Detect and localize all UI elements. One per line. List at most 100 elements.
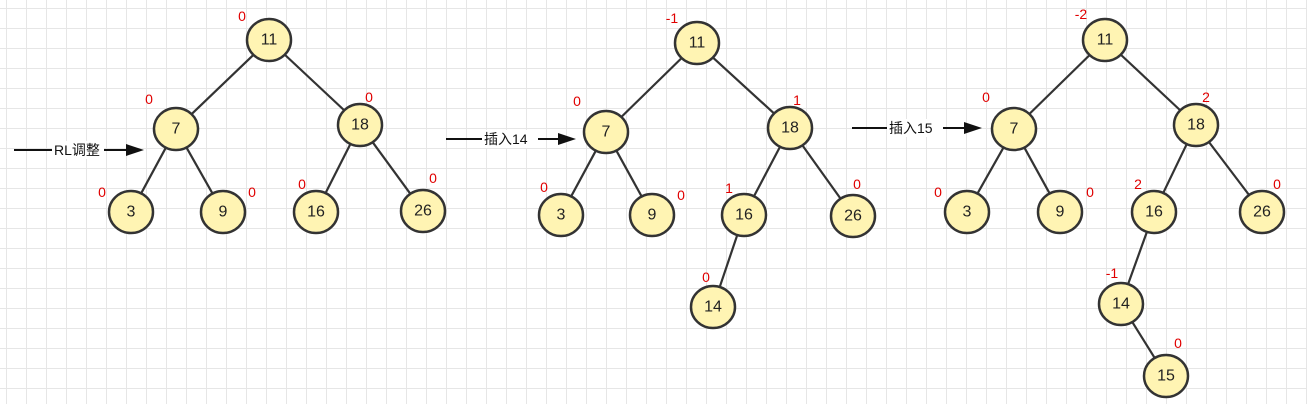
tree-2-balance-factor-3: 0 [540, 179, 548, 195]
node-circle [1130, 189, 1178, 235]
tree-1-edge-11-18 [284, 54, 345, 111]
node-value: 11 [1097, 32, 1114, 49]
step-label-1: RL调整 [54, 142, 100, 158]
tree-1-edge-18-16 [324, 144, 352, 193]
tree-3-node-9: 9 [1036, 189, 1084, 235]
node-circle [990, 106, 1038, 152]
tree-2-node-9: 9 [628, 192, 676, 238]
step-arrow-3: 插入15 [852, 119, 982, 137]
node-circle [1172, 102, 1220, 148]
node-value: 18 [781, 120, 799, 137]
node-value: 11 [261, 32, 278, 49]
tree-3-node-7: 7 [990, 106, 1038, 152]
tree-2-node-26: 26 [829, 193, 877, 239]
node-value: 26 [844, 208, 862, 225]
node-circle [582, 109, 630, 155]
tree-3-edge-18-26 [1208, 141, 1250, 196]
tree-1-edge-11-7 [191, 54, 254, 115]
node-value: 14 [704, 299, 722, 316]
tree-2-edge-16-14 [718, 235, 739, 287]
tree-2-edge-7-3 [570, 150, 597, 197]
tree-2-balance-factor-18: 1 [793, 92, 801, 108]
tree-2-edge-18-26 [801, 145, 842, 199]
node-circle [689, 284, 737, 330]
tree-2-balance-factor-9: 0 [677, 187, 685, 203]
node-value: 7 [172, 121, 181, 138]
tree-1-edge-18-26 [372, 142, 411, 194]
node-circle [399, 188, 447, 234]
node-circle [720, 192, 768, 238]
node-value: 9 [219, 204, 228, 221]
node-value: 7 [602, 124, 611, 141]
tree-1-edge-7-9 [185, 147, 214, 194]
tree-2-node-3: 3 [537, 192, 585, 238]
tree-2-balance-factor-16: 1 [725, 180, 733, 196]
tree-2-node-11: 11 [673, 20, 721, 66]
tree-1-node-11: 11 [245, 17, 293, 63]
tree-2-node-16: 16 [720, 192, 768, 238]
node-circle [1142, 353, 1190, 399]
node-circle [152, 106, 200, 152]
node-value: 26 [1253, 204, 1271, 221]
tree-3-edge-11-7 [1028, 54, 1091, 115]
tree-1-balance-factor-18: 0 [365, 89, 373, 105]
tree-3-node-26: 26 [1238, 189, 1286, 235]
tree-3-edge-18-16 [1162, 144, 1188, 193]
tree-1-node-16: 16 [292, 189, 340, 235]
tree-3-balance-factor-14: -1 [1106, 265, 1119, 281]
tree-1-node-26: 26 [399, 188, 447, 234]
tree-2-balance-factor-26: 0 [853, 176, 861, 192]
tree-3-balance-factor-3: 0 [934, 184, 942, 200]
node-value: 3 [127, 204, 136, 221]
node-circle [1238, 189, 1286, 235]
tree-2-balance-factor-7: 0 [573, 93, 581, 109]
tree-3-balance-factor-11: -2 [1075, 6, 1088, 22]
node-value: 16 [1145, 204, 1163, 221]
tree-2-balance-factor-14: 0 [702, 269, 710, 285]
step-arrows-layer: RL调整 插入14 插入15 [14, 119, 982, 159]
tree-3-node-18: 18 [1172, 102, 1220, 148]
node-value: 16 [307, 204, 325, 221]
tree-3-node-15: 15 [1142, 353, 1190, 399]
tree-3-edge-16-14 [1127, 232, 1148, 284]
tree-1-balance-factor-3: 0 [98, 184, 106, 200]
tree-1-balance-factor-11: 0 [238, 8, 246, 24]
node-circle [628, 192, 676, 238]
node-value: 26 [414, 203, 432, 220]
tree-3-balance-factor-9: 0 [1086, 184, 1094, 200]
node-circle [943, 189, 991, 235]
node-value: 9 [648, 207, 657, 224]
tree-1-edge-7-3 [140, 147, 167, 194]
tree-1-node-3: 3 [107, 189, 155, 235]
tree-2-node-18: 18 [766, 105, 814, 151]
node-circle [107, 189, 155, 235]
tree-3-node-3: 3 [943, 189, 991, 235]
node-circle [1036, 189, 1084, 235]
tree-1-node-9: 9 [199, 189, 247, 235]
tree-3-balance-factor-7: 0 [982, 89, 990, 105]
tree-1-balance-factor-26: 0 [429, 170, 437, 186]
tree-3-edge-14-15 [1131, 322, 1156, 358]
tree-3-balance-factor-16: 2 [1134, 176, 1142, 192]
tree-3-node-16: 16 [1130, 189, 1178, 235]
tree-2-node-14: 14 [689, 284, 737, 330]
tree-3-edge-7-3 [976, 147, 1005, 194]
node-circle [673, 20, 721, 66]
node-value: 3 [963, 204, 972, 221]
step-arrow-1: RL调整 [14, 141, 144, 159]
tree-3-balance-factor-26: 0 [1273, 176, 1281, 192]
tree-3-balance-factor-15: 0 [1174, 335, 1182, 351]
tree-1-balance-factor-9: 0 [248, 184, 256, 200]
tree-3-node-11: 11 [1081, 17, 1129, 63]
tree-2-node-7: 7 [582, 109, 630, 155]
node-value: 11 [689, 35, 706, 52]
tree-2-edge-7-9 [615, 150, 643, 197]
node-circle [1081, 17, 1129, 63]
tree-2-edge-11-7 [620, 57, 683, 118]
tree-2-balance-factor-11: -1 [666, 10, 679, 26]
node-value: 14 [1112, 296, 1130, 313]
tree-3-node-14: 14 [1097, 281, 1145, 327]
tree-1-balance-factor-7: 0 [145, 91, 153, 107]
